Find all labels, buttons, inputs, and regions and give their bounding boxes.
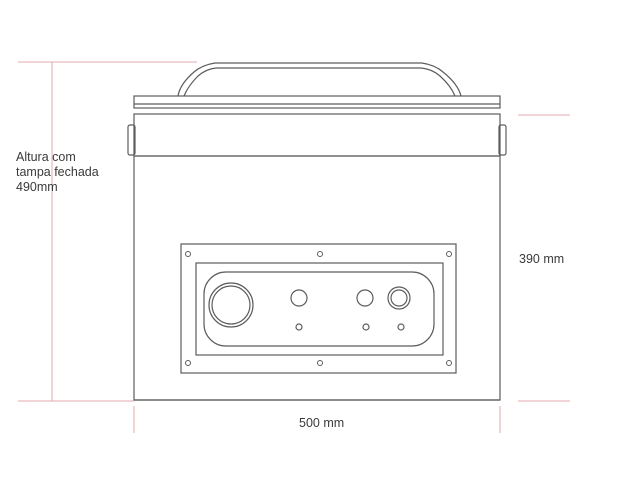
left-handle	[127, 124, 136, 156]
screw	[317, 251, 323, 257]
knob-1	[290, 289, 308, 307]
lid-rim	[133, 95, 501, 109]
right-handle	[498, 124, 507, 156]
height-closed-label-line1: Altura com	[16, 150, 76, 164]
knob-2	[356, 289, 374, 307]
control-panel-frame	[195, 262, 444, 356]
vacuum-gauge-inner	[211, 285, 251, 325]
lid-dome	[177, 62, 462, 97]
screw	[317, 360, 323, 366]
panel-screws	[185, 251, 452, 366]
knob-3	[387, 286, 411, 310]
control-panel-face	[203, 271, 435, 347]
knob-3-inner	[390, 289, 408, 307]
screw	[185, 360, 191, 366]
lid-dome-inner	[183, 67, 456, 97]
height-closed-value: 490mm	[16, 180, 58, 194]
body-height-label: 390 mm	[519, 252, 565, 266]
upper-housing	[133, 113, 501, 157]
vacuum-gauge	[208, 282, 254, 328]
indicator-light-3	[397, 323, 405, 331]
control-panel-plate	[180, 243, 457, 374]
main-body	[133, 155, 501, 401]
height-closed-label-line2: tampa fechada	[16, 165, 99, 179]
width-label: 500 mm	[299, 416, 345, 430]
screw	[446, 251, 452, 257]
indicator-light-2	[362, 323, 370, 331]
indicator-light-1	[295, 323, 303, 331]
vacuum-sealer-outline	[127, 62, 507, 401]
screw	[446, 360, 452, 366]
dimension-lines	[18, 61, 570, 433]
screw	[185, 251, 191, 257]
